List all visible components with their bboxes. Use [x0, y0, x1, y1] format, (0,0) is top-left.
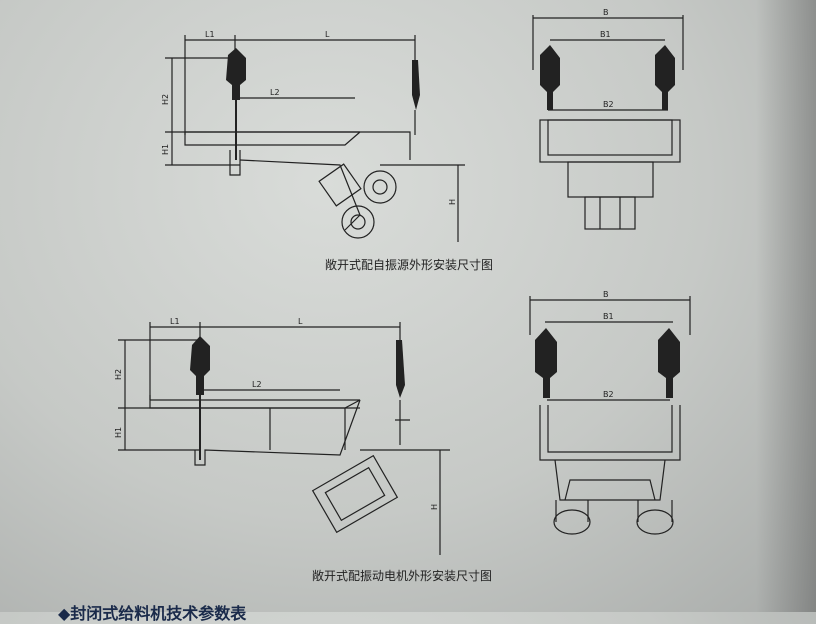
fig2-side-view: L1 L H2 H1 L2 H	[114, 317, 450, 555]
fig1-b-label: B	[603, 8, 609, 17]
fig1-end-view: B B1 B2	[532, 8, 684, 230]
fig1-l2-label: L2	[270, 88, 280, 97]
fig1-h-label: H	[448, 199, 457, 205]
fig1-l-label: L	[325, 30, 330, 39]
fig2-b2-label: B2	[603, 390, 614, 399]
fig1-b1-label: B1	[600, 30, 611, 39]
fig2-h-label: H	[430, 504, 439, 510]
fig2-l2-label: L2	[252, 380, 262, 389]
fig2-h1-label: H1	[114, 427, 123, 438]
fig2-l1-label: L1	[170, 317, 180, 326]
fig2-h2-label: H2	[114, 369, 123, 380]
fig1-h1-label: H1	[161, 144, 170, 155]
fig2-b1-label: B1	[603, 312, 614, 321]
fig2-end-view: B B1 B2	[529, 290, 691, 535]
fig2-b-label: B	[603, 290, 609, 299]
fig1-side-view: L1 L H2 H1 L2 H	[161, 30, 465, 242]
section-heading: ◆封闭式给料机技术参数表	[58, 604, 247, 623]
fig1-h2-label: H2	[161, 94, 170, 105]
fig1-b2-label: B2	[603, 100, 614, 109]
fig2-caption: 敞开式配振动电机外形安装尺寸图	[312, 569, 493, 583]
fig1-l1-label: L1	[205, 30, 215, 39]
fig2-l-label: L	[298, 317, 303, 326]
page-shadow	[756, 0, 816, 612]
fig1-caption: 敞开式配自振源外形安装尺寸图	[325, 258, 494, 272]
